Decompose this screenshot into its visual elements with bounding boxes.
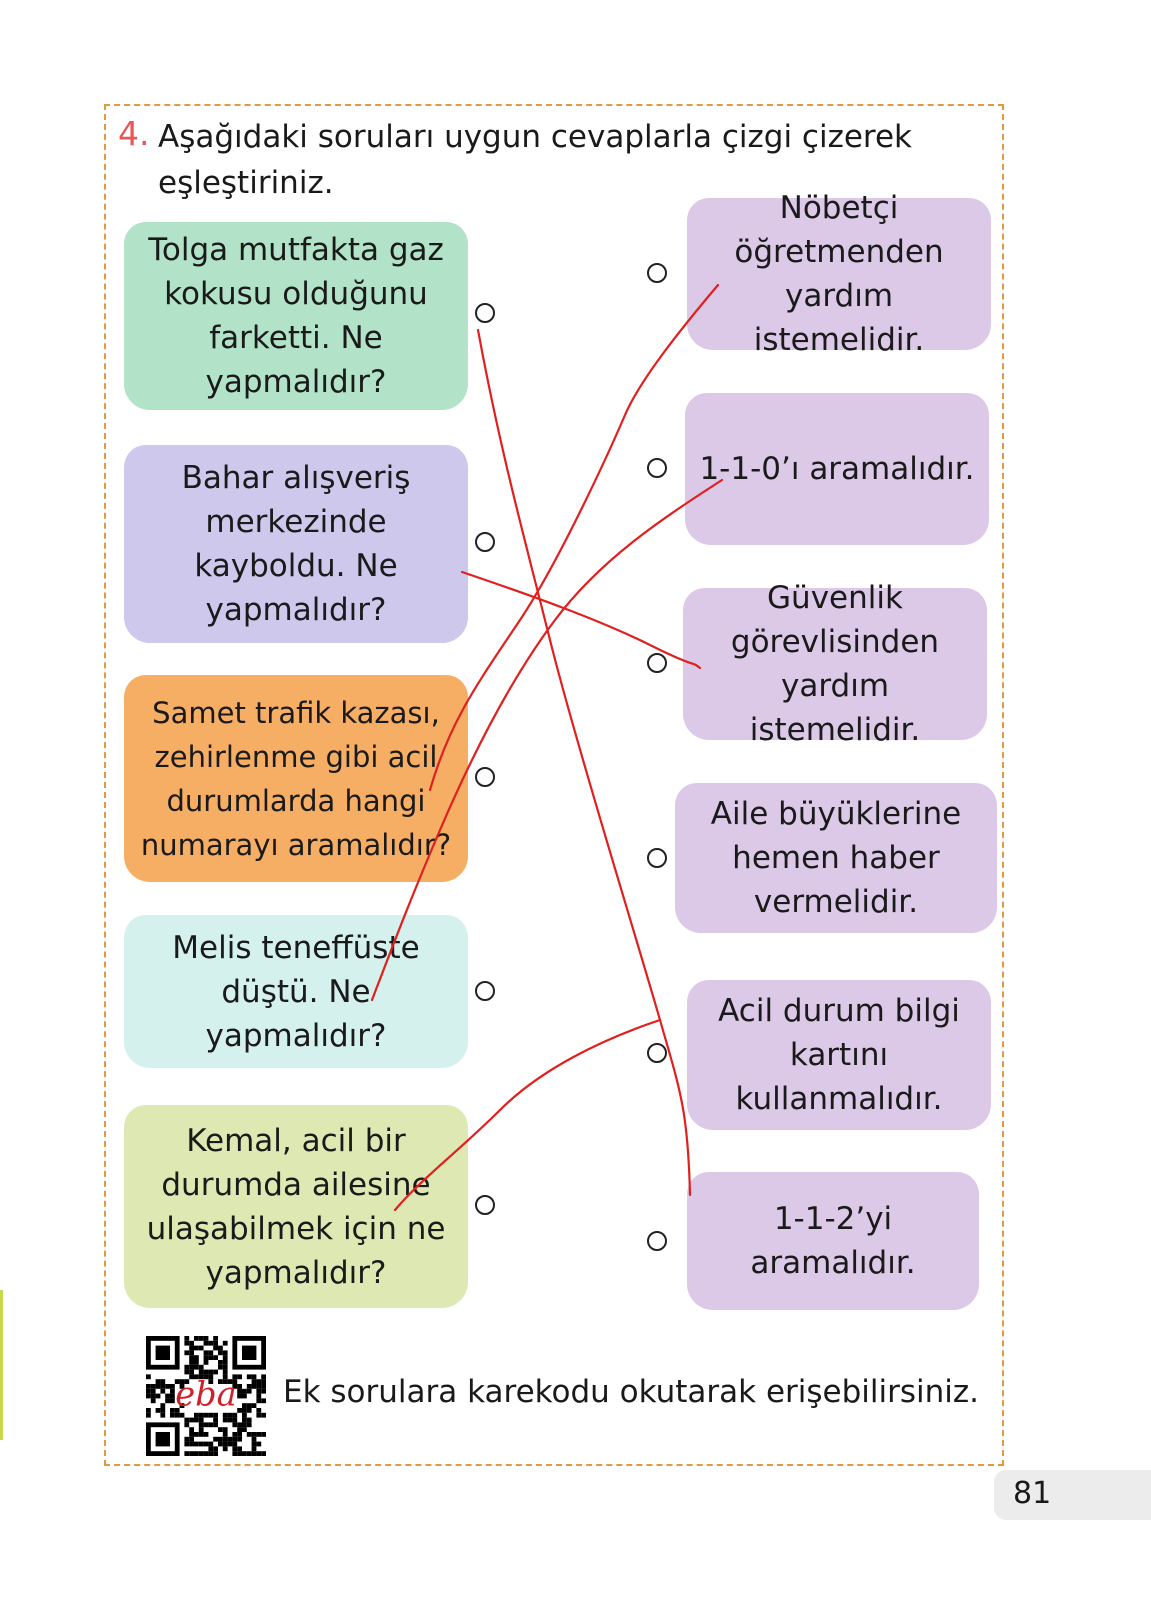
question-number: 4. (118, 114, 150, 153)
question-match-dot-4[interactable] (475, 981, 495, 1001)
question-box-1: Tolga mutfakta gaz kokusu olduğunu farke… (124, 222, 468, 410)
answer-box-1: Nöbetçi öğretmenden yardım istemelidir. (687, 190, 991, 358)
answer-box-4: Aile büyüklerine hemen haber vermelidir. (675, 783, 997, 933)
answer-text: Acil durum bilgi kartını kullanmalıdır. (718, 993, 960, 1117)
eba-logo: eba (175, 1375, 236, 1414)
answer-text: Nöbetçi öğretmenden yardım istemelidir. (734, 190, 944, 358)
question-text: Bahar alışveriş merkezinde kayboldu. Ne … (181, 460, 411, 628)
question-instruction: Aşağıdaki soruları uygun cevaplarla çizg… (158, 119, 913, 201)
question-text: Samet trafik kazası, zehirlenme gibi aci… (140, 695, 452, 862)
question-box-2: Bahar alışveriş merkezinde kayboldu. Ne … (124, 445, 468, 643)
answer-match-dot-6[interactable] (647, 1231, 667, 1251)
exercise-frame (104, 104, 1004, 1466)
answer-box-2: 1-1-0’ı aramalıdır. (685, 393, 989, 545)
answer-match-dot-2[interactable] (647, 458, 667, 478)
page-edge-stripe (0, 1290, 3, 1440)
question-match-dot-5[interactable] (475, 1195, 495, 1215)
question-box-3: Samet trafik kazası, zehirlenme gibi aci… (124, 675, 468, 882)
question-text: Kemal, acil bir durumda ailesine ulaşabi… (146, 1122, 446, 1291)
answer-box-6: 1-1-2’yi aramalıdır. (687, 1172, 979, 1310)
answer-text: Güvenlik görevlisinden yardım istemelidi… (730, 580, 940, 748)
page-number: 81 (1013, 1476, 1052, 1511)
answer-match-dot-1[interactable] (647, 263, 667, 283)
answer-text: 1-1-0’ı aramalıdır. (699, 451, 975, 487)
question-match-dot-3[interactable] (475, 767, 495, 787)
answer-match-dot-5[interactable] (647, 1043, 667, 1063)
page-number-tab (994, 1470, 1151, 1520)
answer-box-5: Acil durum bilgi kartını kullanmalıdır. (687, 980, 991, 1130)
qr-code[interactable]: eba (146, 1336, 266, 1456)
answer-box-3: Güvenlik görevlisinden yardım istemelidi… (683, 580, 987, 748)
qr-instruction: Ek sorulara karekodu okutarak erişebilir… (283, 1374, 980, 1410)
question-match-dot-2[interactable] (475, 532, 495, 552)
answer-text: Aile büyüklerine hemen haber vermelidir. (710, 796, 962, 920)
answer-match-dot-4[interactable] (647, 848, 667, 868)
question-box-4: Melis teneffüste düştü. Ne yapmalıdır? (124, 915, 468, 1068)
question-match-dot-1[interactable] (475, 303, 495, 323)
answer-text: 1-1-2’yi aramalıdır. (750, 1201, 916, 1281)
question-box-5: Kemal, acil bir durumda ailesine ulaşabi… (124, 1105, 468, 1308)
answer-match-dot-3[interactable] (647, 653, 667, 673)
question-text: Melis teneffüste düştü. Ne yapmalıdır? (172, 929, 420, 1054)
question-text: Tolga mutfakta gaz kokusu olduğunu farke… (148, 232, 444, 400)
